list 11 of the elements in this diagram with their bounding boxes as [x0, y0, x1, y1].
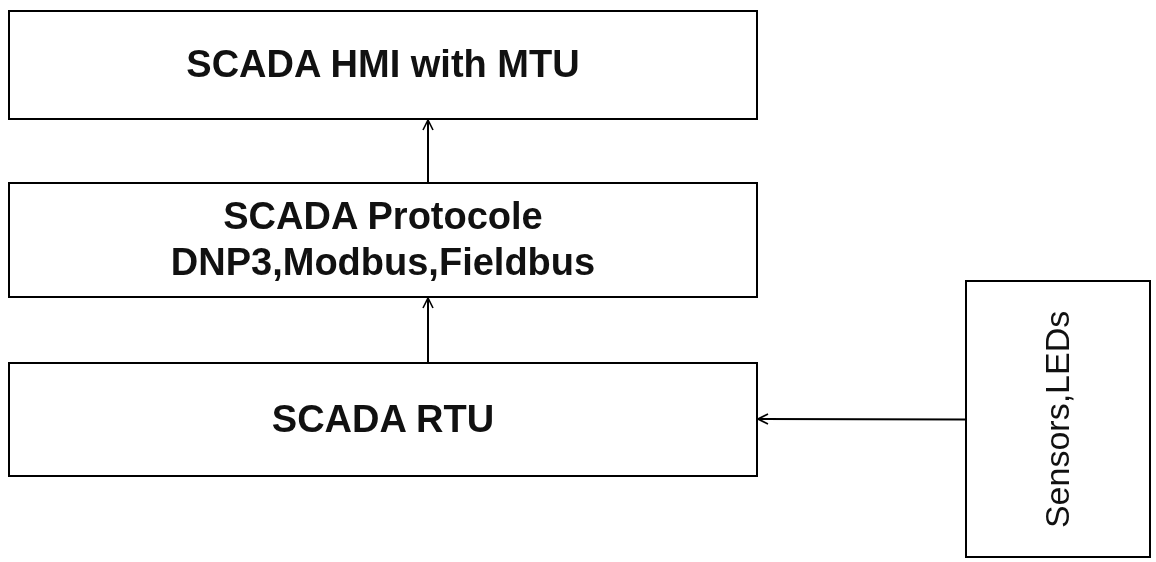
process-box: [8, 182, 758, 298]
arrow: [422, 119, 434, 183]
box-label: SCADA HMI with MTU: [186, 42, 580, 88]
box-label: SCADA Protocole DNP3,Modbus,Fieldbus: [169, 194, 597, 285]
box-label: SCADA RTU: [271, 396, 495, 442]
arrow: [422, 297, 434, 363]
process-box: [965, 280, 1151, 558]
process-box: [8, 362, 758, 477]
box-label: Sensors,LEDs: [1037, 310, 1078, 528]
arrow: [757, 413, 966, 425]
process-box: [8, 10, 758, 120]
